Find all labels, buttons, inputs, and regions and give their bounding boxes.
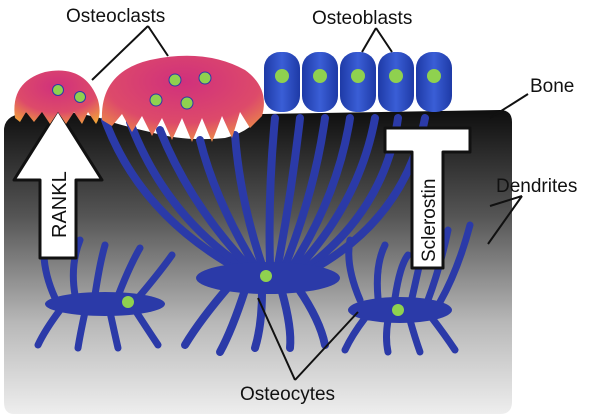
osteoclasts-label: Osteoclasts xyxy=(66,6,165,27)
osteocyte-left-nucleus xyxy=(122,296,134,308)
osteoblast xyxy=(340,52,376,112)
osteoclast-small xyxy=(14,70,100,124)
osteocyte-right xyxy=(341,221,474,356)
osteocyte-left xyxy=(34,231,176,352)
dendrites-label: Dendrites xyxy=(496,176,577,197)
osteoclast-large xyxy=(101,55,264,142)
rankl-label: RANKL xyxy=(49,171,71,238)
osteoblast xyxy=(302,52,338,112)
osteoblast xyxy=(378,52,414,112)
osteocyte-right-nucleus xyxy=(392,304,404,316)
osteoblast xyxy=(416,52,452,112)
osteoblasts-label: Osteoblasts xyxy=(312,8,412,29)
up-arrow-icon: RANKL xyxy=(12,108,104,260)
osteoblast-row xyxy=(264,52,452,112)
bone-label: Bone xyxy=(530,76,574,97)
osteocyte-left-body xyxy=(45,292,165,316)
t-bar-inhibition-icon: Sclerostin xyxy=(383,126,472,270)
osteoblast xyxy=(264,52,300,112)
sclerostin-label: Sclerostin xyxy=(419,179,440,262)
osteocyte-center-nucleus xyxy=(260,270,272,282)
leader-lines xyxy=(91,25,529,381)
osteocytes-label: Osteocytes xyxy=(240,384,335,405)
